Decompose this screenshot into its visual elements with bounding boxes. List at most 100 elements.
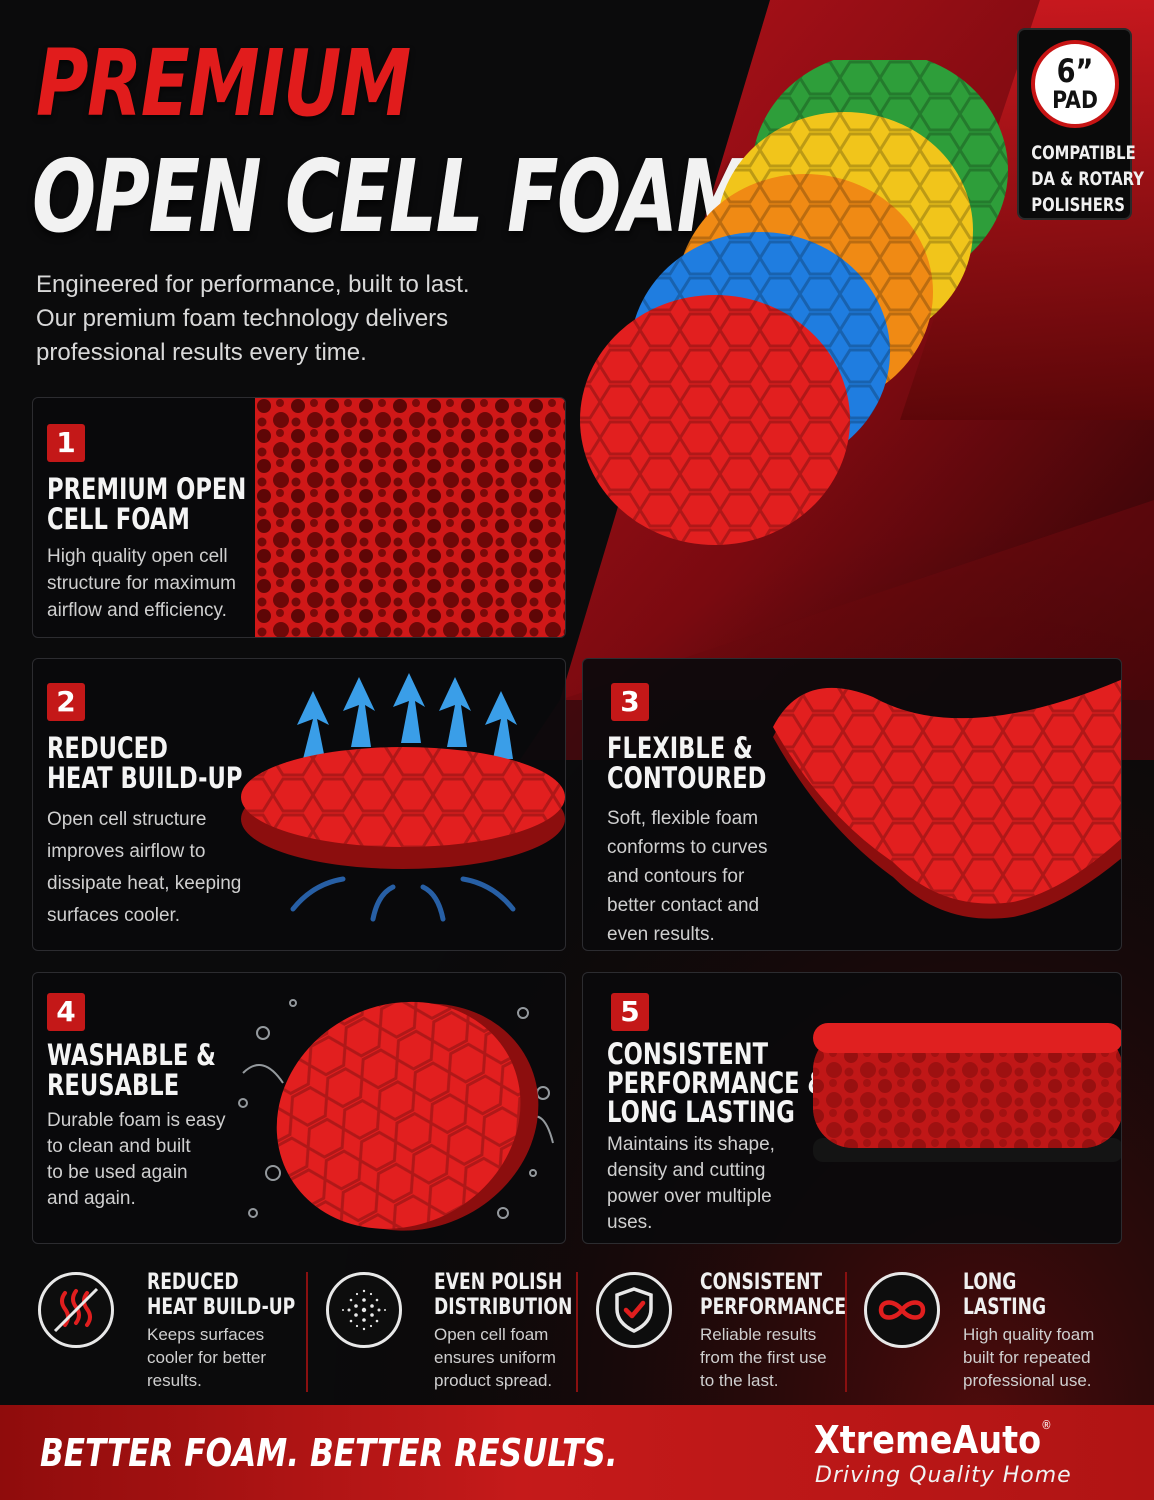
card-desc-line: better contact and xyxy=(607,895,760,916)
feature-title-line: LONG xyxy=(963,1270,1017,1295)
card-desc-line: Soft, flexible foam xyxy=(607,808,759,829)
card-title: CONSISTENT PERFORMANCE & LONG LASTING xyxy=(607,1040,827,1127)
feature-desc-line: professional use. xyxy=(963,1371,1092,1390)
feature-card-1: 1 PREMIUM OPEN CELL FOAM High quality op… xyxy=(32,397,566,638)
card-desc-line: and again. xyxy=(47,1188,136,1209)
pad-edge-image xyxy=(813,1023,1121,1162)
card-number: 3 xyxy=(611,683,649,721)
card-desc-line: conforms to curves xyxy=(607,837,768,858)
card-desc-line: improves airflow to xyxy=(47,841,206,862)
feature-title-line: EVEN POLISH xyxy=(434,1270,563,1295)
feature-desc-line: from the first use xyxy=(700,1348,827,1367)
card-title: FLEXIBLE & CONTOURED xyxy=(607,733,766,793)
badge-compatibility-text: COMPATIBLE DA & ROTARY POLISHERS xyxy=(1031,140,1145,218)
badge-line: DA & ROTARY xyxy=(1031,168,1145,190)
divider xyxy=(576,1272,578,1392)
infinity-icon xyxy=(864,1272,940,1348)
headline-premium: PREMIUM xyxy=(36,30,411,137)
feature-title-line: LASTING xyxy=(963,1295,1047,1320)
registered-mark: ® xyxy=(1041,1418,1052,1432)
brand-slogan: Driving Quality Home xyxy=(815,1463,1072,1488)
card-title-line: REUSABLE xyxy=(47,1068,180,1102)
feature-desc-line: ensures uniform xyxy=(434,1348,556,1367)
footer-tagline: BETTER FOAM. BETTER RESULTS. xyxy=(40,1431,618,1475)
brand-logo: XtremeAuto® xyxy=(814,1418,1052,1462)
feature-desc-line: results. xyxy=(147,1371,202,1390)
badge-line: COMPATIBLE xyxy=(1031,142,1136,164)
card-desc-line: airflow and efficiency. xyxy=(47,600,227,621)
feature-desc-line: Reliable results xyxy=(700,1325,817,1344)
feature-title: REDUCED HEAT BUILD-UP xyxy=(147,1270,295,1320)
feature-description: Reliable results from the first use to t… xyxy=(700,1323,827,1392)
feature-highlights: REDUCED HEAT BUILD-UP Keeps surfaces coo… xyxy=(0,1262,1154,1397)
card-desc-line: dissipate heat, keeping xyxy=(47,873,242,894)
card-desc-line: power over multiple xyxy=(607,1186,772,1207)
intro-line: Our premium foam technology delivers xyxy=(36,305,449,332)
feature-title: LONG LASTING xyxy=(963,1270,1046,1320)
feature-description: High quality foam built for repeated pro… xyxy=(963,1323,1094,1392)
card-title-line: FLEXIBLE & xyxy=(607,731,753,765)
card-number: 1 xyxy=(47,424,85,462)
card-title: PREMIUM OPEN CELL FOAM xyxy=(47,474,246,534)
intro-line: professional results every time. xyxy=(36,339,367,366)
card-desc-line: and contours for xyxy=(607,866,745,887)
flexed-pad-image xyxy=(773,679,1121,919)
feature-description: Open cell foam ensures uniform product s… xyxy=(434,1323,556,1392)
card-title-line: REDUCED xyxy=(47,731,168,765)
pad-heat-image xyxy=(241,673,565,922)
intro-text: Engineered for performance, built to las… xyxy=(36,268,506,370)
feature-card-3: 3 FLEXIBLE & CONTOURED Soft, flexible fo… xyxy=(582,658,1122,951)
card-description: Open cell structure improves airflow to … xyxy=(47,804,241,932)
card-title-line: LONG LASTING xyxy=(607,1095,795,1129)
feature-desc-line: product spread. xyxy=(434,1371,553,1390)
feature-desc-line: to the last. xyxy=(700,1371,779,1390)
card-desc-line: structure for maximum xyxy=(47,573,236,594)
feature-title-line: HEAT BUILD-UP xyxy=(147,1295,296,1320)
airflow-arrows-icon xyxy=(297,673,517,759)
card-desc-line: High quality open cell xyxy=(47,546,228,567)
dot-spread-icon xyxy=(326,1272,402,1348)
feature-desc-line: Open cell foam xyxy=(434,1325,549,1344)
heat-waves-icon xyxy=(38,1272,114,1348)
card-title-line: HEAT BUILD-UP xyxy=(47,761,243,795)
feature-desc-line: Keeps surfaces xyxy=(147,1325,265,1344)
feature-title-line: REDUCED xyxy=(147,1270,239,1295)
card-title: REDUCED HEAT BUILD-UP xyxy=(47,733,242,793)
card-title-line: PERFORMANCE & xyxy=(607,1066,828,1100)
intro-line: Engineered for performance, built to las… xyxy=(36,271,470,298)
card-description: Soft, flexible foam conforms to curves a… xyxy=(607,804,768,949)
card-number: 5 xyxy=(611,993,649,1031)
card-desc-line: Durable foam is easy xyxy=(47,1110,226,1131)
card-number: 4 xyxy=(47,993,85,1031)
brand-name: XtremeAuto xyxy=(814,1418,1042,1462)
card-desc-line: surfaces cooler. xyxy=(47,905,181,926)
badge-circle: 6” PAD xyxy=(1031,40,1119,128)
washed-pad-image xyxy=(238,999,554,1231)
feature-title-line: DISTRIBUTION xyxy=(434,1295,573,1320)
badge-line: POLISHERS xyxy=(1031,194,1125,216)
badge-pad-label: PAD xyxy=(1052,86,1098,114)
feature-title-line: CONSISTENT xyxy=(700,1270,823,1295)
feature-desc-line: High quality foam xyxy=(963,1325,1095,1344)
card-title-line: WASHABLE & xyxy=(47,1038,216,1072)
shield-check-icon xyxy=(596,1272,672,1348)
card-desc-line: even results. xyxy=(607,924,715,945)
feature-card-2: 2 REDUCED HEAT BUILD-UP Open cell struct… xyxy=(32,658,566,951)
card-desc-line: density and cutting xyxy=(607,1160,766,1181)
card-title: WASHABLE & REUSABLE xyxy=(47,1040,216,1100)
divider xyxy=(306,1272,308,1392)
feature-title-line: PERFORMANCE xyxy=(700,1295,847,1320)
card-description: Durable foam is easy to clean and built … xyxy=(47,1108,225,1212)
card-desc-line: Maintains its shape, xyxy=(607,1134,775,1155)
footer-bar xyxy=(0,1405,1154,1500)
card-description: Maintains its shape, density and cutting… xyxy=(607,1132,775,1236)
foam-macro-image xyxy=(255,398,565,637)
feature-desc-line: cooler for better xyxy=(147,1348,267,1367)
card-desc-line: to be used again xyxy=(47,1162,188,1183)
feature-desc-line: built for repeated xyxy=(963,1348,1091,1367)
card-title-line: CELL FOAM xyxy=(47,502,190,536)
headline-open-cell-foam: OPEN CELL FOAM xyxy=(32,138,752,255)
feature-title: CONSISTENT PERFORMANCE xyxy=(700,1270,846,1320)
feature-title: EVEN POLISH DISTRIBUTION xyxy=(434,1270,572,1320)
stacked-pads-image xyxy=(580,60,1008,545)
